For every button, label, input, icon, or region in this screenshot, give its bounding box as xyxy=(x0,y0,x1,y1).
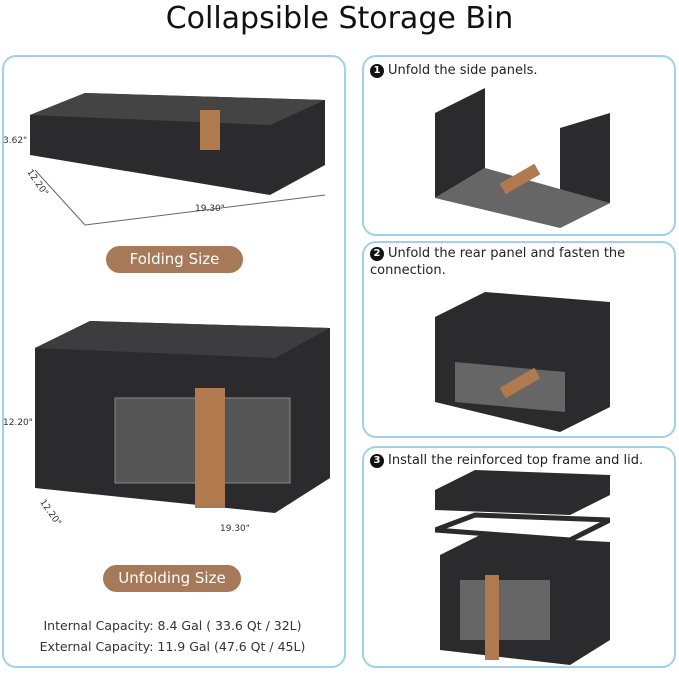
internal-capacity: Internal Capacity: 8.4 Gal ( 33.6 Qt / 3… xyxy=(43,618,302,633)
folding-size-badge: Folding Size xyxy=(106,246,243,273)
folded-bin-image xyxy=(30,93,326,226)
step-2-image xyxy=(435,292,610,432)
unfolded-bin-image xyxy=(35,321,330,513)
folded-width-label: 19.30" xyxy=(195,204,225,214)
step-number-badge: 1 xyxy=(370,64,384,78)
external-capacity: External Capacity: 11.9 Gal (47.6 Qt / 4… xyxy=(39,639,306,654)
step-3-image xyxy=(435,470,610,665)
step-label: Unfold the side panels. xyxy=(388,63,538,78)
step-3-text: 3 Install the reinforced top frame and li… xyxy=(370,452,670,469)
step-1-image xyxy=(435,88,610,228)
step-label: Unfold the rear panel and fasten the con… xyxy=(370,246,626,278)
step-number-badge: 3 xyxy=(370,454,384,468)
unfolded-width-label: 19.30" xyxy=(220,524,250,534)
step-number-badge: 2 xyxy=(370,247,384,261)
unfolding-size-badge: Unfolding Size xyxy=(103,565,241,592)
step-label: Install the reinforced top frame and lid… xyxy=(388,453,644,468)
unfolded-height-label: 12.20" xyxy=(3,418,33,428)
step-1-text: 1 Unfold the side panels. xyxy=(370,62,670,79)
page-title: Collapsible Storage Bin xyxy=(165,1,514,36)
folded-height-label: 3.62" xyxy=(3,136,28,146)
